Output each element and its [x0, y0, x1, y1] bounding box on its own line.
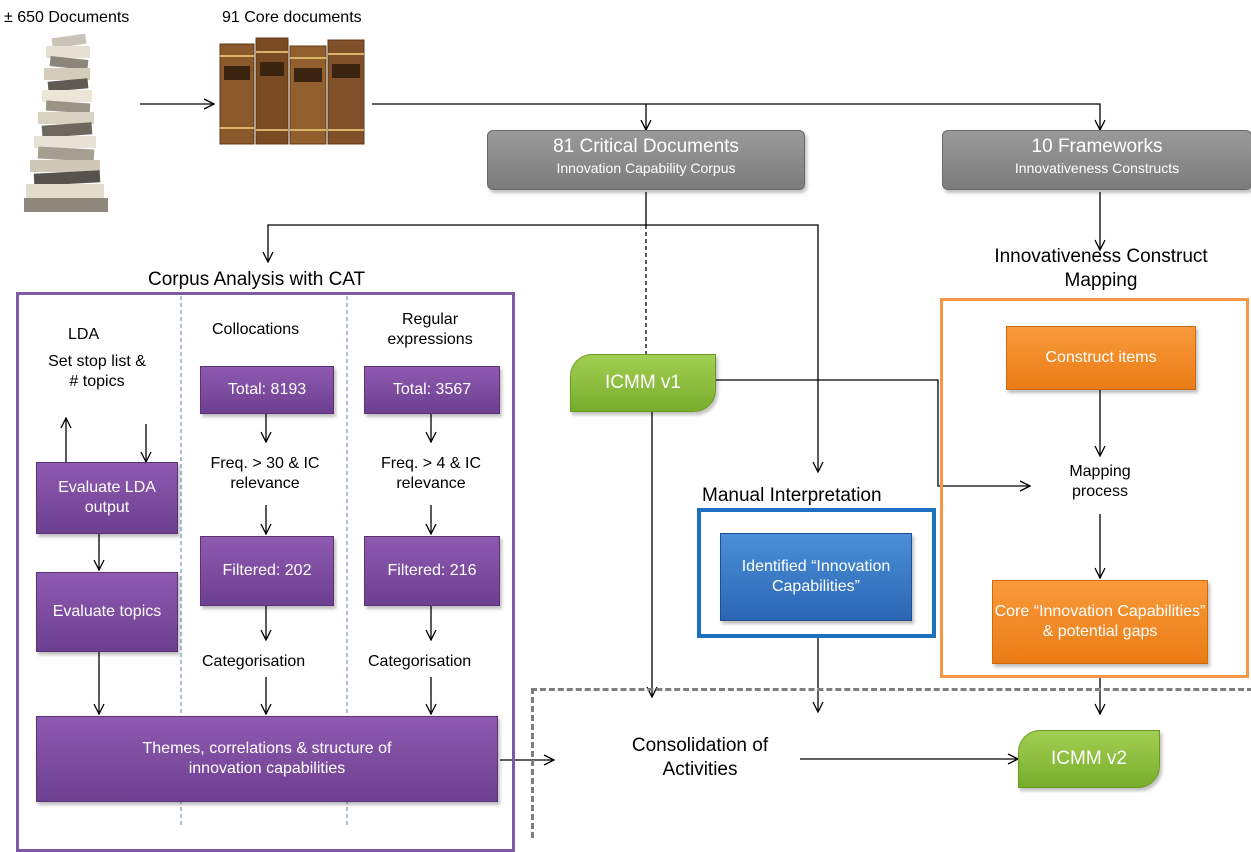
consolidation-frame: [531, 688, 1251, 838]
critical-documents-box: 81 Critical Documents Innovation Capabil…: [487, 130, 805, 190]
documents-label: ± 650 Documents: [4, 9, 130, 26]
identified-capabilities-box: Identified “Innovation Capabilities”: [720, 533, 912, 621]
themes-box: Themes, correlations & structure of inno…: [36, 716, 498, 802]
frameworks-subtitle: Innovativeness Constructs: [1014, 160, 1180, 176]
mapping-process-text: Mapping process: [1069, 463, 1131, 500]
manual-interpretation-frame: [697, 508, 936, 638]
regex-total-box: Total: 3567: [364, 366, 500, 414]
construct-mapping-frame: [940, 298, 1249, 678]
collocations-total-box: Total: 8193: [200, 366, 334, 414]
frameworks-box: 10 Frameworks Innovativeness Constructs: [942, 130, 1251, 190]
collocations-filter-text: Freq. > 30 & IC relevance: [210, 455, 320, 492]
manual-interpretation-title: Manual Interpretation: [702, 485, 882, 506]
books-icon: [219, 37, 365, 145]
regex-header: Regular expressions: [387, 311, 473, 348]
evaluate-lda-output-box: Evaluate LDA output: [36, 462, 178, 534]
construct-items-box: Construct items: [1006, 326, 1196, 390]
regex-categorisation: Categorisation: [368, 653, 472, 670]
icmm-v2-box: ICMM v2: [1018, 730, 1160, 788]
collocations-filtered-box: Filtered: 202: [200, 536, 334, 606]
frameworks-title: 10 Frameworks: [1031, 136, 1163, 157]
critical-documents-title: 81 Critical Documents: [553, 136, 739, 157]
evaluate-topics-box: Evaluate topics: [36, 572, 178, 652]
core-documents-label: 91 Core documents: [222, 9, 362, 26]
corpus-analysis-title: Corpus Analysis with CAT: [148, 269, 366, 290]
critical-documents-subtitle: Innovation Capability Corpus: [556, 160, 736, 176]
construct-mapping-title: Innovativeness Construct Mapping: [994, 246, 1208, 291]
regex-filtered-box: Filtered: 216: [364, 536, 500, 606]
collocations-header: Collocations: [212, 321, 300, 338]
icmm-v1-box: ICMM v1: [570, 354, 716, 412]
paper-stack-icon: [24, 34, 108, 212]
lda-set-text: Set stop list & # topics: [48, 353, 146, 390]
core-capabilities-box: Core “Innovation Capabilities” & potenti…: [992, 580, 1208, 664]
consolidation-text: Consolidation of Activities: [631, 735, 769, 780]
regex-filter-text: Freq. > 4 & IC relevance: [380, 455, 482, 492]
lda-header: LDA: [68, 326, 100, 343]
collocations-categorisation: Categorisation: [202, 653, 306, 670]
